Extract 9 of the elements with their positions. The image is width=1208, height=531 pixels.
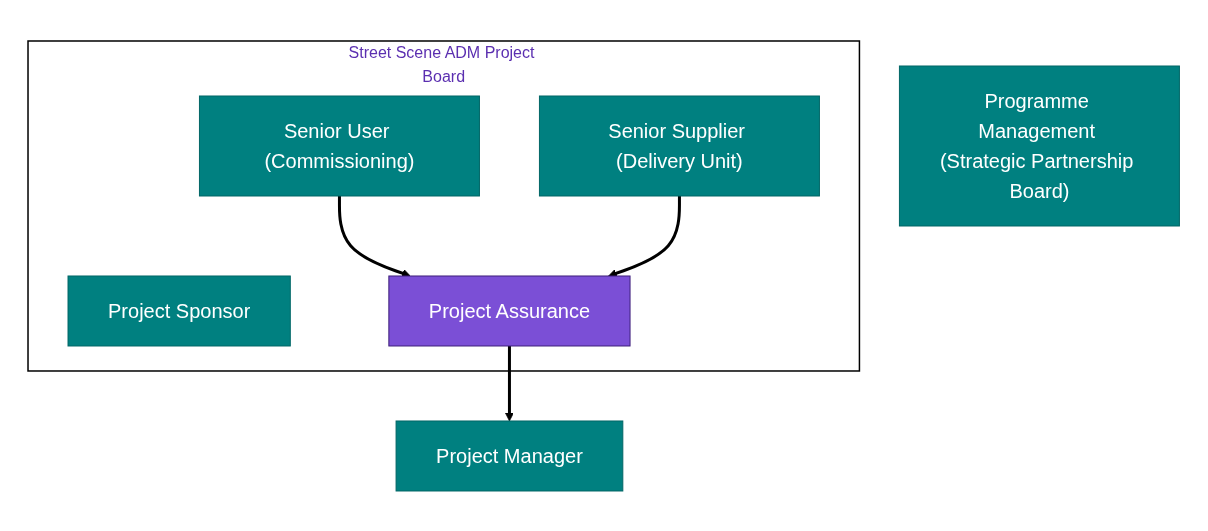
node-box: Programme Management (Strategic Partnership Board) [899,65,1181,226]
arrow [505,345,515,421]
node-box: Senior User (Commissioning) [199,95,481,196]
arrow [608,195,682,277]
node-box: Project Sponsor [67,275,292,346]
node-box: Senior Supplier (Delivery Unit) [539,95,821,196]
node-box: Project Assurance [388,275,631,346]
arrow [338,195,411,277]
node-box: Project Manager [395,420,624,491]
